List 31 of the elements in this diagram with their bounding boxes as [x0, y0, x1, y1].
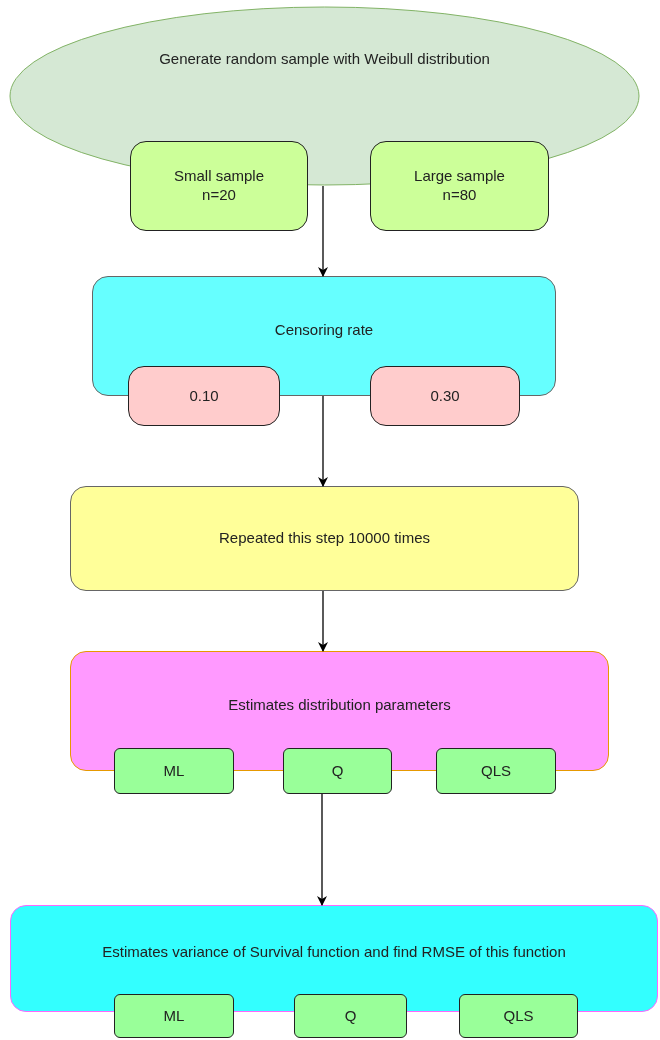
- node-label: QLS: [481, 761, 511, 781]
- node-label: 0.10: [189, 386, 219, 406]
- node-label: QLS: [503, 1006, 534, 1026]
- arrow: [317, 793, 327, 906]
- node-label: Estimates variance of Survival function and find RMSE of this function: [102, 943, 566, 962]
- node-label: Censoring rate: [274, 320, 374, 340]
- node-label: ML: [163, 761, 185, 781]
- arrow: [318, 395, 328, 487]
- rate-box: [128, 366, 280, 426]
- method-box: [294, 994, 407, 1038]
- sample-box: [130, 141, 308, 231]
- node-label: Q: [331, 761, 344, 781]
- process-box: [10, 905, 658, 1012]
- node-label: Large sample n=80: [413, 167, 506, 205]
- arrow: [318, 185, 328, 277]
- rate-box: [370, 366, 520, 426]
- node-label: ML: [163, 1006, 185, 1026]
- method-box: [459, 994, 578, 1038]
- method-box: [114, 994, 234, 1038]
- node-label: 0.30: [430, 386, 460, 406]
- node-label: Repeated this step 10000 times: [219, 529, 430, 548]
- node-label: Small sample n=20: [173, 167, 265, 205]
- node-label: Generate random sample with Weibull distribution: [159, 49, 490, 69]
- sample-box: [370, 141, 549, 231]
- method-box: [436, 748, 556, 794]
- arrow: [318, 590, 328, 652]
- method-box: [114, 748, 234, 794]
- method-box: [283, 748, 392, 794]
- node-label: Estimates distribution parameters: [228, 695, 451, 715]
- node-label: Q: [344, 1006, 357, 1026]
- process-box: [70, 486, 579, 591]
